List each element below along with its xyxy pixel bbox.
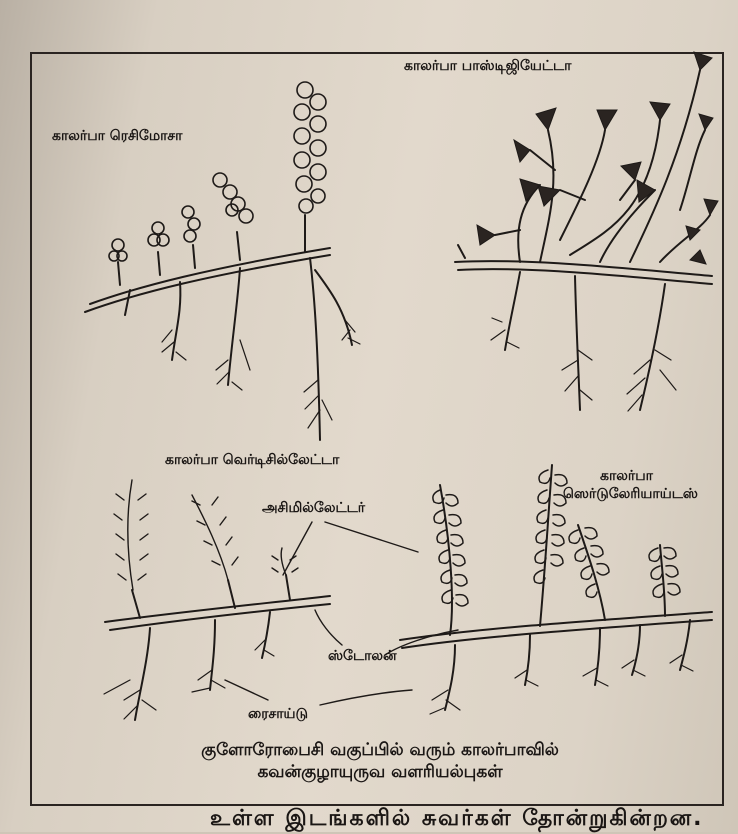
label-caulerpa-sertularioides-line2: ஸெர்டுலேரியாய்டஸ் (563, 486, 698, 504)
label-assimilator: அசிமில்லேட்டர் (262, 500, 365, 518)
label-leader-lines (225, 522, 458, 705)
label-caulerpa-sertularioides-line1: காலர்பா (600, 468, 653, 486)
label-caulerpa-racemosa: காலர்பா ரெசிமோசா (52, 128, 183, 146)
label-stolon: ஸ்டோலன் (328, 648, 397, 666)
caption-line-1: குளோரோபைசி வகுப்பில் வரும் காலர்பாவில் (100, 740, 660, 762)
body-text-line: உள்ள இடங்களில் சுவர்கள் தோன்றுகின்றன. (210, 806, 704, 834)
label-caulerpa-fastigiata: காலர்பா பாஸ்டிஜியேட்டா (404, 58, 572, 76)
label-caulerpa-verticillata: காலர்பா வெர்டிசில்லேட்டா (165, 452, 339, 470)
label-rhizoid: ரைசாய்டு (248, 706, 308, 724)
caption-line-2: கவன்குழாயுருவ வளரியல்புகள் (100, 762, 660, 784)
caulerpa-fastigiata-drawing (455, 52, 718, 411)
